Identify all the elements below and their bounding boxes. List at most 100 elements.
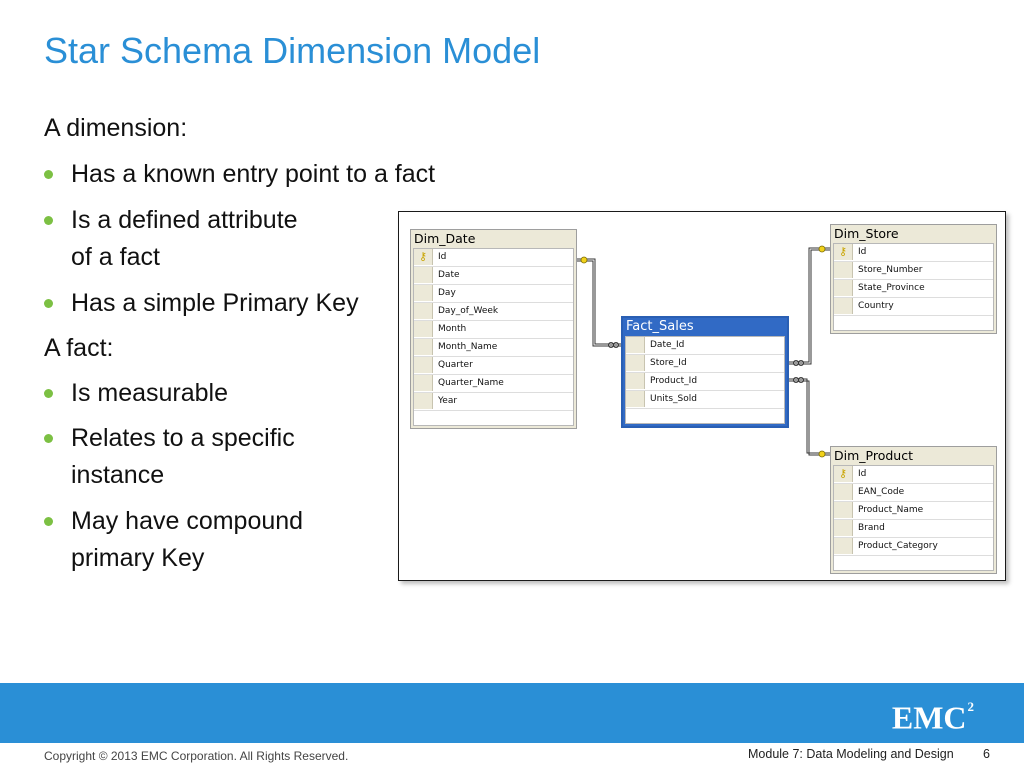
column-name: Store_Id	[650, 358, 687, 368]
column-name: Id	[858, 469, 867, 479]
column-row[interactable]: Brand	[834, 520, 993, 538]
dimension-heading: A dimension:	[44, 114, 188, 142]
bullet-dot	[44, 434, 53, 443]
row-selector	[414, 357, 433, 373]
bullet-text: Relates to a specific	[71, 424, 295, 452]
row-selector	[834, 484, 853, 500]
footer-band: EMC2	[0, 683, 1024, 743]
row-selector	[626, 355, 645, 371]
bullet-dot	[44, 216, 53, 225]
column-name: Units_Sold	[650, 394, 697, 404]
row-selector	[414, 267, 433, 283]
infinity-end-icon	[797, 359, 805, 367]
infinity-end-icon	[797, 376, 805, 384]
table-title: Dim_Date	[414, 231, 476, 246]
primary-key-icon: ⚷	[839, 467, 848, 480]
row-selector	[834, 244, 853, 260]
column-name: Product_Category	[858, 541, 938, 551]
copyright-text: Copyright © 2013 EMC Corporation. All Ri…	[44, 749, 349, 763]
column-row[interactable]: State_Province	[834, 280, 993, 298]
row-selector	[626, 391, 645, 407]
column-name: Id	[438, 252, 447, 262]
column-name: Brand	[858, 523, 885, 533]
column-row[interactable]: Month_Name	[414, 339, 573, 357]
bullet-text: Is measurable	[71, 379, 229, 407]
column-row[interactable]: Day_of_Week	[414, 303, 573, 321]
bullet-text: Has a simple Primary Key	[71, 289, 359, 317]
bullet-dot	[44, 299, 53, 308]
bullet-text: of a fact	[71, 243, 160, 271]
fact-heading: A fact:	[44, 334, 114, 362]
column-row[interactable]: Day	[414, 285, 573, 303]
row-selector	[834, 262, 853, 278]
column-row[interactable]: Quarter_Name	[414, 375, 573, 393]
column-row[interactable]: Store_Number	[834, 262, 993, 280]
key-end-icon	[818, 245, 826, 253]
column-row[interactable]: Product_Category	[834, 538, 993, 556]
column-name: Product_Id	[650, 376, 698, 386]
column-row[interactable]: Month	[414, 321, 573, 339]
column-row[interactable]: Product_Id	[626, 373, 784, 391]
column-name: Quarter_Name	[438, 378, 504, 388]
key-end-icon	[818, 450, 826, 458]
row-selector	[834, 502, 853, 518]
row-selector	[834, 298, 853, 314]
page-number: 6	[983, 747, 990, 761]
column-name: Day	[438, 288, 456, 298]
row-selector	[414, 303, 433, 319]
column-name: State_Province	[858, 283, 925, 293]
column-row[interactable]: ⚷Id	[414, 249, 573, 267]
column-name: Product_Name	[858, 505, 924, 515]
column-row[interactable]: Product_Name	[834, 502, 993, 520]
row-selector	[834, 538, 853, 554]
column-row[interactable]: EAN_Code	[834, 484, 993, 502]
column-name: Store_Number	[858, 265, 923, 275]
column-name: Day_of_Week	[438, 306, 499, 316]
infinity-end-icon	[607, 341, 615, 349]
bullet-text: primary Key	[71, 544, 205, 572]
column-row[interactable]: Units_Sold	[626, 391, 784, 409]
column-row[interactable]: Country	[834, 298, 993, 316]
column-row[interactable]: Date	[414, 267, 573, 285]
row-selector	[414, 249, 433, 265]
row-selector	[414, 285, 433, 301]
column-row[interactable]: Store_Id	[626, 355, 784, 373]
column-row[interactable]: Date_Id	[626, 337, 784, 355]
row-selector	[834, 520, 853, 536]
bullet-text: Has a known entry point to a fact	[71, 160, 436, 188]
infinity-end-icon	[792, 376, 800, 384]
table-title: Dim_Store	[834, 226, 899, 241]
row-selector	[414, 375, 433, 391]
column-row[interactable]: Year	[414, 393, 573, 411]
column-row[interactable]: ⚷ Id	[834, 466, 993, 484]
column-name: Year	[438, 396, 458, 406]
column-name: Date_Id	[650, 340, 685, 350]
bullet-dot	[44, 389, 53, 398]
row-selector	[834, 280, 853, 296]
relationship-line	[577, 258, 621, 345]
relationship-line	[789, 247, 830, 363]
table-empty-row	[834, 556, 993, 570]
column-name: Month_Name	[438, 342, 498, 352]
infinity-end-icon	[792, 359, 800, 367]
column-name: Date	[438, 270, 460, 280]
table-empty-row	[414, 411, 573, 425]
bullet-dot	[44, 517, 53, 526]
column-name: Quarter	[438, 360, 473, 370]
emc-logo: EMC2	[891, 699, 974, 736]
bullet-text: Is a defined attribute	[71, 206, 298, 234]
column-row[interactable]: Quarter	[414, 357, 573, 375]
row-selector	[414, 321, 433, 337]
column-row[interactable]: ⚷Id	[834, 244, 993, 262]
relationship-lines	[577, 245, 830, 458]
table-title: Dim_Product	[834, 448, 913, 463]
module-text: Module 7: Data Modeling and Design	[748, 747, 954, 761]
row-selector	[626, 337, 645, 353]
